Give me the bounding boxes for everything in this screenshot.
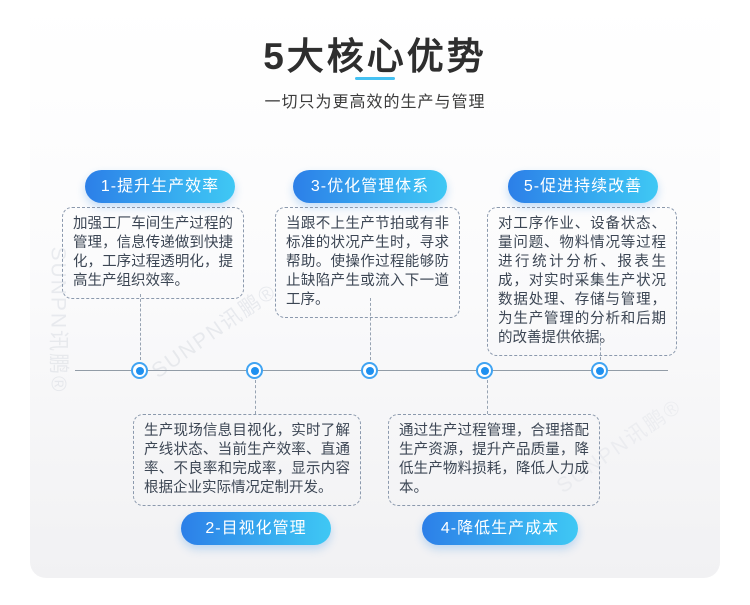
badge-advantage-1: 1-提升生产效率 — [85, 170, 235, 203]
connector-5 — [600, 333, 601, 360]
advantage-box-1: 加强工厂车间生产过程的管理，信息传递做到快捷化，工序过程透明化，提高生产组织效率… — [62, 207, 244, 299]
badge-advantage-4: 4-降低生产成本 — [422, 512, 578, 545]
timeline-dot-4 — [476, 362, 493, 379]
badge-advantage-2: 2-目视化管理 — [181, 512, 331, 545]
page-subtitle: 一切只为更高效的生产与管理 — [264, 94, 486, 111]
advantage-box-4: 通过生产过程管理，合理搭配生产资源，提升产品质量，降低生产物料损耗，降低人力成本… — [388, 414, 600, 506]
content-panel — [30, 0, 720, 578]
badge-advantage-3: 3-优化管理体系 — [293, 170, 447, 203]
timeline-dot-5 — [591, 362, 608, 379]
title-underline — [355, 77, 395, 80]
timeline-dot-1 — [131, 362, 148, 379]
timeline-dot-2 — [246, 362, 263, 379]
advantage-box-2: 生产现场信息目视化，实时了解产线状态、当前生产效率、直通率、不良率和完成率，显示… — [133, 414, 361, 506]
badge-advantage-5: 5-促进持续改善 — [508, 170, 658, 203]
advantage-box-5: 对工序作业、设备状态、量问题、物料情况等过程进行统计分析、报表生成，对实时采集生… — [487, 207, 677, 356]
page-title: 5大核心优势 — [263, 36, 487, 77]
connector-1 — [140, 294, 141, 360]
advantage-box-3: 当跟不上生产节拍或有非标准的状况产生时，寻求帮助。使操作过程能够防止缺陷产生或流… — [275, 207, 460, 318]
connector-3 — [370, 298, 371, 360]
connector-4 — [487, 380, 488, 414]
connector-2 — [255, 380, 256, 414]
timeline-dot-3 — [361, 362, 378, 379]
